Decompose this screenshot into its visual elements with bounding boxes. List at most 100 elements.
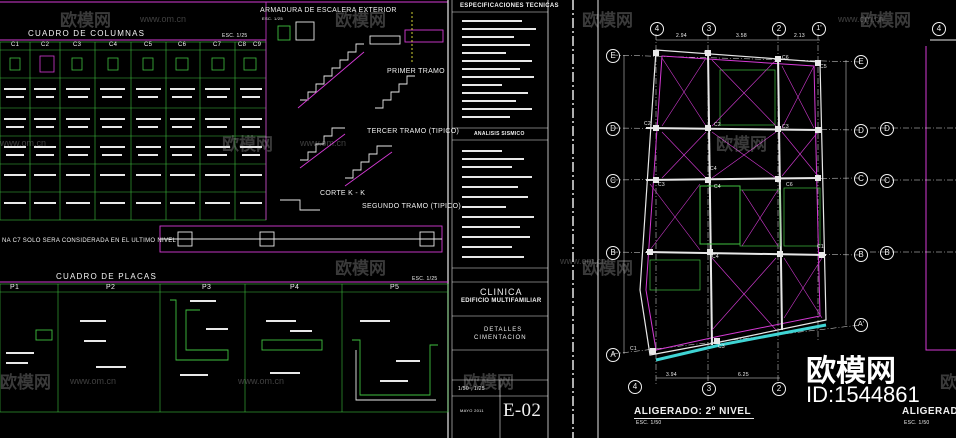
column-label: C2 bbox=[714, 122, 721, 128]
axis-bubble-left: E bbox=[606, 49, 620, 63]
dimension-label: 6.25 bbox=[738, 372, 749, 378]
title-block-lines bbox=[452, 11, 548, 438]
column-label: C4 bbox=[714, 184, 721, 190]
sheet-date: MAYO 2011 bbox=[460, 408, 484, 413]
stair-scale: ESC. 1/25 bbox=[262, 16, 283, 21]
axis-bubble-left: A bbox=[606, 348, 620, 362]
watermark-url: www.om.cn bbox=[70, 376, 117, 386]
axis-bubble-top: 1' bbox=[812, 22, 826, 36]
watermark-url: www.om.cn bbox=[838, 14, 885, 24]
watermark-url: www.om.cn bbox=[560, 256, 607, 266]
plan-title-right: ALIGERAD bbox=[902, 406, 956, 417]
plan-dimension-lines bbox=[623, 39, 847, 379]
axis-bubble-left: B bbox=[606, 246, 620, 260]
dimension-label: 2.13 bbox=[794, 33, 805, 39]
column-label: C6 bbox=[786, 182, 793, 188]
column-label: C3 bbox=[718, 344, 725, 350]
plan-scale-right: ESC. 1/50 bbox=[904, 420, 930, 426]
column-label: C5 bbox=[820, 64, 827, 70]
column-header: C4 bbox=[109, 42, 118, 48]
axis-bubble-top: 4 bbox=[650, 22, 664, 36]
sheet-desc-2: CIMENTACION bbox=[474, 335, 527, 341]
axis-bubble-right: A' bbox=[854, 318, 868, 332]
plate-header: P2 bbox=[106, 284, 116, 291]
dimension-label: 3.58 bbox=[736, 33, 747, 39]
plate-header: P4 bbox=[290, 284, 300, 291]
plan-scale: ESC. 1/50 bbox=[636, 420, 662, 426]
axis-bubble-left: D bbox=[880, 122, 894, 136]
axis-bubble-left: C bbox=[880, 174, 894, 188]
column-sections bbox=[9, 55, 257, 73]
stair-segundo-tramo: SEGUNDO TRAMO (TIPICO) bbox=[362, 203, 462, 210]
plates-table-grid bbox=[0, 283, 449, 413]
columns-table-note: NA C7 SOLO SERA CONSIDERADA EN EL ULTIMO… bbox=[2, 238, 177, 244]
axis-bubble-right: C bbox=[854, 172, 868, 186]
column-header: C5 bbox=[144, 42, 153, 48]
watermark-brand-large: 欧模网 bbox=[806, 355, 896, 388]
axis-bubble-bottom: 2 bbox=[772, 382, 786, 396]
project-subtitle: EDIFICIO MULTIFAMILIAR bbox=[461, 298, 542, 304]
stair-tercer-tramo: TERCER TRAMO (TIPICO) bbox=[367, 128, 460, 135]
column-label: C6 bbox=[782, 55, 789, 61]
column-header: C6 bbox=[178, 42, 187, 48]
dimension-label: 2.94 bbox=[676, 33, 687, 39]
axis-bubble-top: 4 bbox=[932, 22, 946, 36]
stair-drawings bbox=[277, 12, 444, 211]
axis-bubble-right: D bbox=[854, 124, 868, 138]
column-label: C1 bbox=[817, 244, 824, 250]
axis-bubble-top: 2 bbox=[772, 22, 786, 36]
plan-columns bbox=[647, 50, 825, 354]
watermark-url: www.om.cn bbox=[300, 138, 347, 148]
watermark-brand: 欧模网 bbox=[0, 373, 51, 392]
watermark-brand: 欧模网 bbox=[335, 11, 386, 30]
column-header: C1 bbox=[11, 42, 20, 48]
column-label: C3 bbox=[658, 182, 665, 188]
column-header: C7 bbox=[213, 42, 222, 48]
watermark-brand: 欧模网 bbox=[222, 135, 273, 154]
column-header: C2 bbox=[41, 42, 50, 48]
sheet-number: E-02 bbox=[503, 400, 542, 421]
analysis-title: ANALISIS SISMICO bbox=[474, 131, 525, 137]
plate-notes bbox=[6, 300, 420, 382]
column-label: C5 bbox=[704, 50, 711, 56]
column-label: C4 bbox=[712, 254, 719, 260]
scale-value: 1/50 , 1/25 bbox=[458, 386, 485, 392]
watermark-brand: 欧模网 bbox=[716, 135, 767, 154]
watermark-brand: 欧模网 bbox=[60, 11, 111, 30]
watermark-brand: 欧模网 bbox=[582, 11, 633, 30]
sheet-desc-1: DETALLES bbox=[484, 327, 523, 333]
watermark-brand: 欧模网 bbox=[463, 373, 514, 392]
axis-bubble-left: C bbox=[606, 174, 620, 188]
plan-diagonals bbox=[649, 57, 823, 331]
axis-bubble-bottom: 3 bbox=[702, 382, 716, 396]
beam-section bbox=[159, 225, 443, 253]
plan-right-partial bbox=[870, 39, 956, 351]
column-label: C4 bbox=[710, 166, 717, 172]
column-table-notes bbox=[4, 88, 262, 204]
column-label: C3 bbox=[782, 124, 789, 130]
watermark-brand: 欧模网 bbox=[940, 373, 956, 392]
watermark-brand: 欧模网 bbox=[335, 259, 386, 278]
column-label: C2 bbox=[644, 121, 651, 127]
axis-bubble-right: B bbox=[854, 248, 868, 262]
dimension-label: 3.94 bbox=[666, 372, 677, 378]
column-label: C1 bbox=[630, 346, 637, 352]
axis-bubble-left: D bbox=[606, 122, 620, 136]
columns-table-title: CUADRO DE COLUMNAS bbox=[28, 29, 146, 38]
plates-table-title: CUADRO DE PLACAS bbox=[56, 272, 157, 281]
watermark-brand: 欧模网 bbox=[582, 259, 633, 278]
watermark-url: www.om.cn bbox=[140, 14, 187, 24]
watermark-url: www.om.cn bbox=[0, 138, 47, 148]
plate-header: P5 bbox=[390, 284, 400, 291]
axis-bubble-left: B bbox=[880, 246, 894, 260]
stair-corte: CORTE K - K bbox=[320, 190, 366, 197]
axis-bubble-top: 3 bbox=[702, 22, 716, 36]
axis-bubble-right: E bbox=[854, 55, 868, 69]
project-name: CLINICA bbox=[480, 287, 523, 297]
stair-title: ARMADURA DE ESCALERA EXTERIOR bbox=[260, 7, 397, 14]
plan-title: ALIGERADO: 2º NIVEL bbox=[634, 406, 752, 417]
watermark-id: ID:1544861 bbox=[806, 382, 920, 407]
column-header: C8 bbox=[238, 42, 247, 48]
plates-table-scale: ESC. 1/25 bbox=[412, 276, 438, 282]
